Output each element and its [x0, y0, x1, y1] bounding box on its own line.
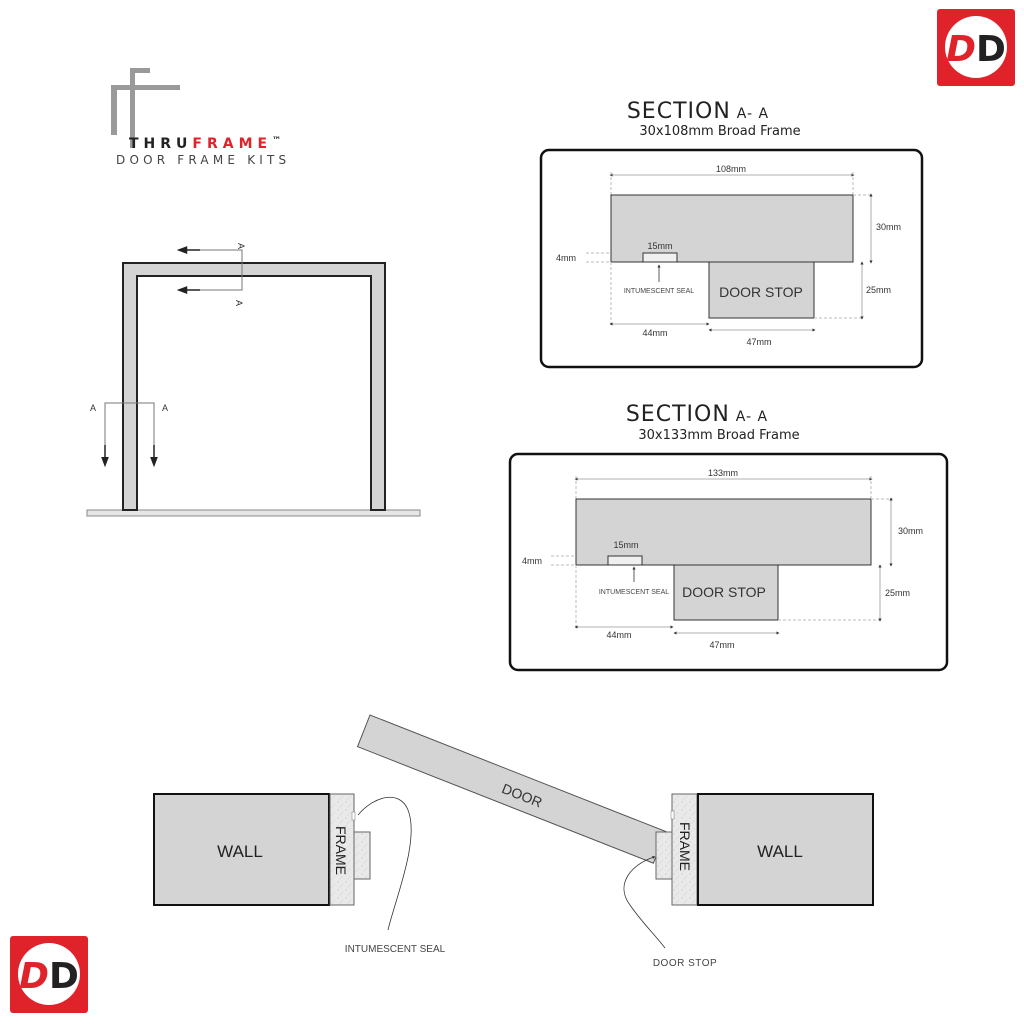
section-1-title: SECTION [627, 99, 731, 124]
badge-d-red: D [946, 29, 976, 70]
dim-seal-depth: 4mm [556, 253, 576, 263]
svg-text:DD: DD [946, 29, 1006, 70]
svg-text:DD: DD [19, 956, 79, 997]
dim-stop-width: 47mm [709, 640, 734, 650]
section-label-left-b: A [162, 403, 168, 413]
dim-seal-depth: 4mm [522, 556, 542, 566]
door: DOOR [356, 714, 667, 864]
section-2-subtitle: 30x133mm Broad Frame [638, 428, 799, 443]
door-stop-block [708, 261, 815, 319]
stop-right [655, 831, 673, 880]
section-108mm: SECTION A- A 30x108mm Broad Frame 108mm 1… [539, 99, 924, 369]
section-2-title: SECTION [626, 402, 730, 427]
section-1-subtitle: 30x108mm Broad Frame [639, 124, 800, 139]
stop-left [353, 831, 371, 880]
wall-left-label: WALL [217, 842, 263, 861]
dim-height: 30mm [876, 222, 901, 232]
svg-text:THRUFRAME™: THRUFRAME™ [129, 136, 286, 152]
door-stop-block [673, 564, 779, 621]
frame-right [671, 793, 698, 906]
frame-elevation: A A A A [86, 243, 421, 517]
logo-brand-part2: FRAME [192, 136, 272, 152]
dim-seal-width: 15mm [613, 540, 638, 550]
frame-left-label: FRAME [333, 826, 349, 875]
frame-left [329, 793, 355, 906]
dim-offset: 44mm [642, 328, 667, 338]
dim-stop-height: 25mm [866, 285, 891, 295]
section-label-top-b: A [234, 300, 244, 306]
stop-callout-label: DOOR STOP [653, 958, 717, 969]
dim-width: 133mm [708, 468, 738, 478]
dim-height: 30mm [898, 526, 923, 536]
seal-notch [607, 555, 643, 566]
wall-left [153, 793, 330, 906]
wall-right-label: WALL [757, 842, 803, 861]
section-1-title-suffix: A- A [737, 106, 769, 122]
seal-notch [642, 252, 678, 263]
seal-callout-line [357, 796, 412, 931]
plan-view: WALL FRAME INTUMESCENT SEAL DOOR FRAME W… [153, 714, 874, 969]
section-2-title-suffix: A- A [736, 409, 768, 425]
door-stop-label: DOOR STOP [682, 584, 766, 600]
wall-right [697, 793, 874, 906]
dim-seal-width: 15mm [647, 241, 672, 251]
section-label-left-a: A [90, 403, 96, 413]
door-stop-label: DOOR STOP [719, 284, 803, 300]
logo-trademark: ™ [272, 136, 286, 146]
seal-label: INTUMESCENT SEAL [624, 288, 694, 295]
frame-body [575, 498, 872, 566]
stop-callout-line [623, 855, 666, 949]
dim-stop-height: 25mm [885, 588, 910, 598]
logo-mark-icon [111, 68, 180, 148]
logo-brand-part1: THRU [129, 136, 192, 152]
frame-body [610, 194, 854, 263]
dim-offset: 44mm [606, 630, 631, 640]
floor-line [86, 509, 421, 517]
dd-badge-top-right[interactable]: DD [937, 9, 1015, 86]
seal-right [670, 810, 675, 820]
dim-width: 108mm [716, 164, 746, 174]
frame-right-label: FRAME [677, 822, 693, 871]
section-133mm: SECTION A- A 30x133mm Broad Frame 133mm 1… [508, 402, 949, 672]
dim-stop-width: 47mm [746, 337, 771, 347]
section-label-top-a: A [236, 243, 246, 249]
dd-badge-bottom-left[interactable]: DD [10, 936, 88, 1013]
logo-tagline: DOOR FRAME KITS [116, 153, 290, 167]
badge-d-black: D [976, 29, 1006, 70]
seal-callout-label: INTUMESCENT SEAL [345, 944, 446, 955]
seal-left [351, 811, 356, 821]
thruframe-logo: THRUFRAME™ DOOR FRAME KITS [111, 68, 290, 167]
seal-label: INTUMESCENT SEAL [599, 589, 669, 596]
frame-outline [122, 262, 386, 511]
